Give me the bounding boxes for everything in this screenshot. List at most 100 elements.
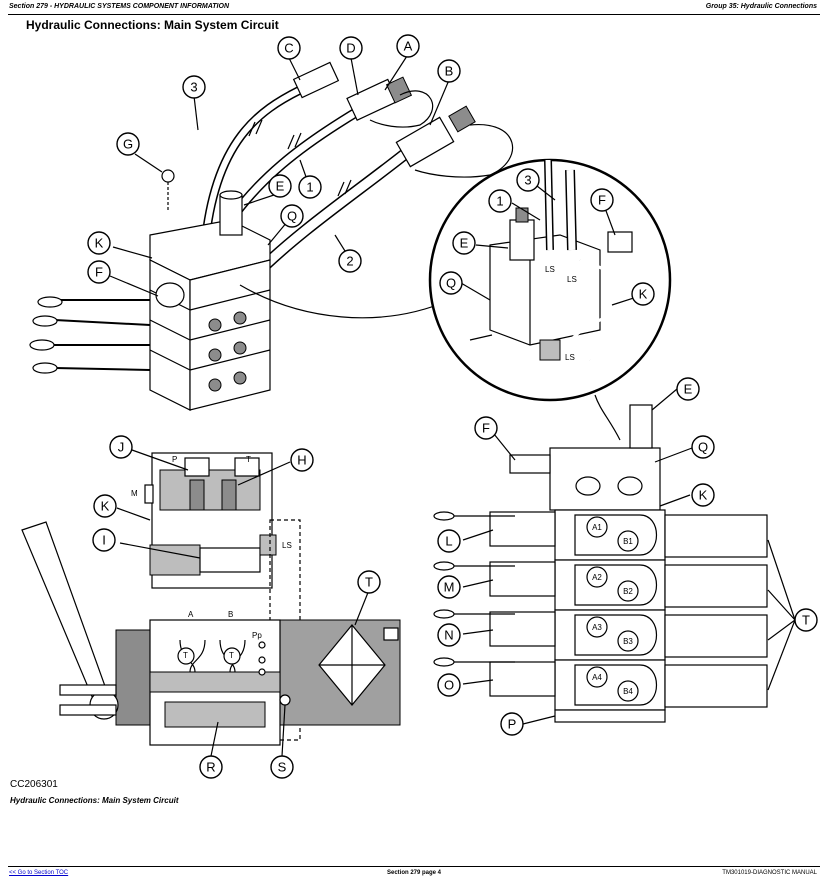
callout-q-top: Q <box>280 204 304 228</box>
header-divider <box>8 14 820 15</box>
callout-j: J <box>109 435 133 459</box>
figure-id: CC206301 <box>10 779 58 790</box>
port-a1-label: A1 <box>592 523 602 532</box>
callout-m: M <box>437 575 461 599</box>
svg-text:2: 2 <box>346 254 353 269</box>
callout-h: H <box>290 448 314 472</box>
callout-o: O <box>437 673 461 697</box>
svg-text:F: F <box>482 421 490 436</box>
section-label-t1: T <box>183 651 188 660</box>
svg-text:LS: LS <box>567 275 577 284</box>
svg-text:K: K <box>639 287 648 302</box>
svg-text:F: F <box>598 193 606 208</box>
port-label-t: T <box>246 455 251 464</box>
callout-q-detail: Q <box>439 271 463 295</box>
svg-text:K: K <box>95 236 104 251</box>
callout-e-detail: E <box>452 231 476 255</box>
section-label-b: B <box>228 610 233 619</box>
page-title: Hydraulic Connections: Main System Circu… <box>26 18 279 32</box>
callout-n: N <box>437 623 461 647</box>
port-a3-label: A3 <box>592 623 602 632</box>
callout-d: D <box>339 36 363 60</box>
port-label-m: M <box>131 489 138 498</box>
svg-text:3: 3 <box>524 173 531 188</box>
svg-text:O: O <box>444 678 454 693</box>
valve-circuit-section: A B Pp T T <box>21 521 401 746</box>
svg-text:Q: Q <box>446 276 456 291</box>
callout-f-right: F <box>474 416 498 440</box>
callout-k-top: K <box>87 231 111 255</box>
svg-text:H: H <box>297 453 306 468</box>
svg-text:E: E <box>276 179 285 194</box>
callout-k-cutaway: K <box>93 494 117 518</box>
callout-k-detail: K <box>631 282 655 306</box>
svg-text:T: T <box>365 575 373 590</box>
callout-f-detail: F <box>590 188 614 212</box>
section-label-a: A <box>188 610 194 619</box>
callout-p: P <box>500 712 524 736</box>
svg-text:N: N <box>444 628 453 643</box>
svg-text:Q: Q <box>698 440 708 455</box>
callout-f-top: F <box>87 260 111 284</box>
callout-3-detail: 3 <box>516 168 540 192</box>
callout-g: G <box>116 132 140 156</box>
callout-q-right: Q <box>691 435 715 459</box>
callout-r: R <box>199 755 223 779</box>
svg-text:S: S <box>278 760 287 775</box>
callout-k-right: K <box>691 483 715 507</box>
port-label-p: P <box>172 455 177 464</box>
group-header: Group 35: Hydraulic Connections <box>705 3 817 10</box>
port-a2-label: A2 <box>592 573 602 582</box>
section-label-t2: T <box>229 651 234 660</box>
svg-text:K: K <box>101 499 110 514</box>
svg-text:K: K <box>699 488 708 503</box>
port-b2-label: B2 <box>623 587 633 596</box>
figure-caption: Hydraulic Connections: Main System Circu… <box>10 796 179 805</box>
svg-text:Q: Q <box>287 209 297 224</box>
svg-text:F: F <box>95 265 103 280</box>
go-to-section-toc-link[interactable]: << Go to Section TOC <box>9 870 69 876</box>
callout-s: S <box>270 755 294 779</box>
callout-1-detail: 1 <box>488 189 512 213</box>
callout-t-right: T <box>794 608 818 632</box>
valve-stack-side-view: A1 B1 A2 B2 A3 B3 A4 B4 <box>433 404 768 723</box>
svg-text:C: C <box>284 41 293 56</box>
callout-2: 2 <box>338 249 362 273</box>
svg-text:LS: LS <box>545 265 555 274</box>
svg-text:A: A <box>404 39 413 54</box>
callout-3-top: 3 <box>182 75 206 99</box>
callout-b: B <box>437 59 461 83</box>
svg-text:B: B <box>445 64 454 79</box>
svg-text:1: 1 <box>496 194 503 209</box>
svg-text:3: 3 <box>190 80 197 95</box>
svg-text:LS: LS <box>565 353 575 362</box>
callout-l: L <box>437 529 461 553</box>
page-number: Section 279 page 4 <box>386 870 442 876</box>
svg-text:M: M <box>444 580 455 595</box>
port-b3-label: B3 <box>623 637 633 646</box>
svg-text:L: L <box>445 534 452 549</box>
callout-e-top: E <box>268 174 292 198</box>
footer-divider <box>8 866 820 867</box>
port-b4-label: B4 <box>623 687 633 696</box>
svg-text:1: 1 <box>306 180 313 195</box>
svg-text:D: D <box>346 41 355 56</box>
callout-1-top: 1 <box>298 175 322 199</box>
svg-text:P: P <box>508 717 517 732</box>
valve-cutaway-section: P T M LS <box>131 452 301 741</box>
callout-c: C <box>277 36 301 60</box>
svg-text:I: I <box>102 533 106 548</box>
manual-id: TM301019-DIAGNOSTIC MANUAL <box>722 870 817 876</box>
svg-text:E: E <box>684 382 693 397</box>
svg-text:R: R <box>206 760 215 775</box>
svg-text:G: G <box>123 137 133 152</box>
callout-a: A <box>396 34 420 58</box>
svg-text:E: E <box>460 236 469 251</box>
svg-text:J: J <box>118 440 125 455</box>
callout-i: I <box>92 528 116 552</box>
section-header: Section 279 - HYDRAULIC SYSTEMS COMPONEN… <box>9 3 229 10</box>
svg-text:T: T <box>802 613 810 628</box>
port-a4-label: A4 <box>592 673 602 682</box>
port-b1-label: B1 <box>623 537 633 546</box>
